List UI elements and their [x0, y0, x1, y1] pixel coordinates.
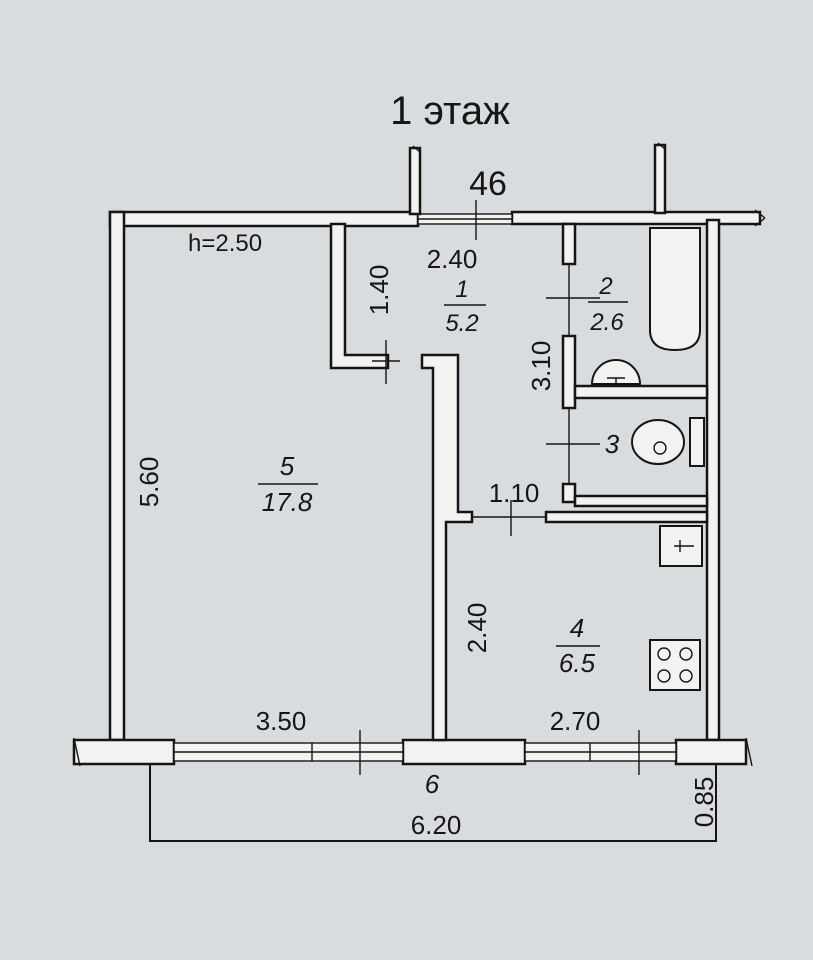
kitchen-sink-icon: [659, 525, 703, 567]
floor-title: 1 этаж: [390, 89, 510, 133]
room-4-label: 4 6.5: [556, 613, 600, 678]
stove-icon: [649, 639, 701, 691]
dimension-ticks: [359, 200, 640, 775]
ceiling-height: h=2.50: [188, 230, 262, 257]
dim-bath-wall: 3.10: [526, 341, 556, 392]
dim-corridor-width: 1.10: [489, 478, 540, 508]
room-area: 6.5: [559, 648, 596, 678]
dim-living-height: 5.60: [134, 457, 164, 508]
room-number: 3: [605, 429, 620, 459]
toilet-icon: [631, 417, 705, 467]
dim-living-width: 3.50: [256, 706, 307, 736]
room-number: 4: [570, 613, 584, 643]
room-1-label: 1 5.2: [444, 276, 486, 337]
exterior-walls: [72, 142, 766, 767]
room-5-label: 5 17.8: [258, 451, 318, 517]
room-number: 5: [280, 451, 295, 481]
balcony-outline: [149, 764, 717, 842]
dim-kitchen-width: 2.70: [550, 706, 601, 736]
sink-icon: [590, 359, 642, 385]
room-3-label: 3: [605, 429, 620, 459]
room-area: 5.2: [445, 310, 478, 337]
room-2-label: 2 2.6: [588, 273, 628, 336]
room-number: 2: [598, 273, 612, 300]
room-area: 17.8: [262, 487, 313, 517]
dim-hall-width: 2.40: [427, 244, 478, 274]
bathtub-icon: [649, 227, 701, 352]
dim-balcony-length: 6.20: [411, 810, 462, 840]
dim-hall-niche: 1.40: [364, 265, 394, 316]
room-6-label: 6: [425, 769, 440, 799]
room-number: 1: [455, 276, 468, 303]
dim-kitchen-wall: 2.40: [462, 603, 492, 654]
dim-balcony-depth: 0.85: [689, 777, 719, 828]
apartment-number: 46: [469, 165, 507, 203]
room-number: 6: [425, 769, 440, 799]
kitchen-window: [524, 742, 677, 762]
living-window: [173, 742, 404, 762]
room-area: 2.6: [589, 309, 624, 336]
